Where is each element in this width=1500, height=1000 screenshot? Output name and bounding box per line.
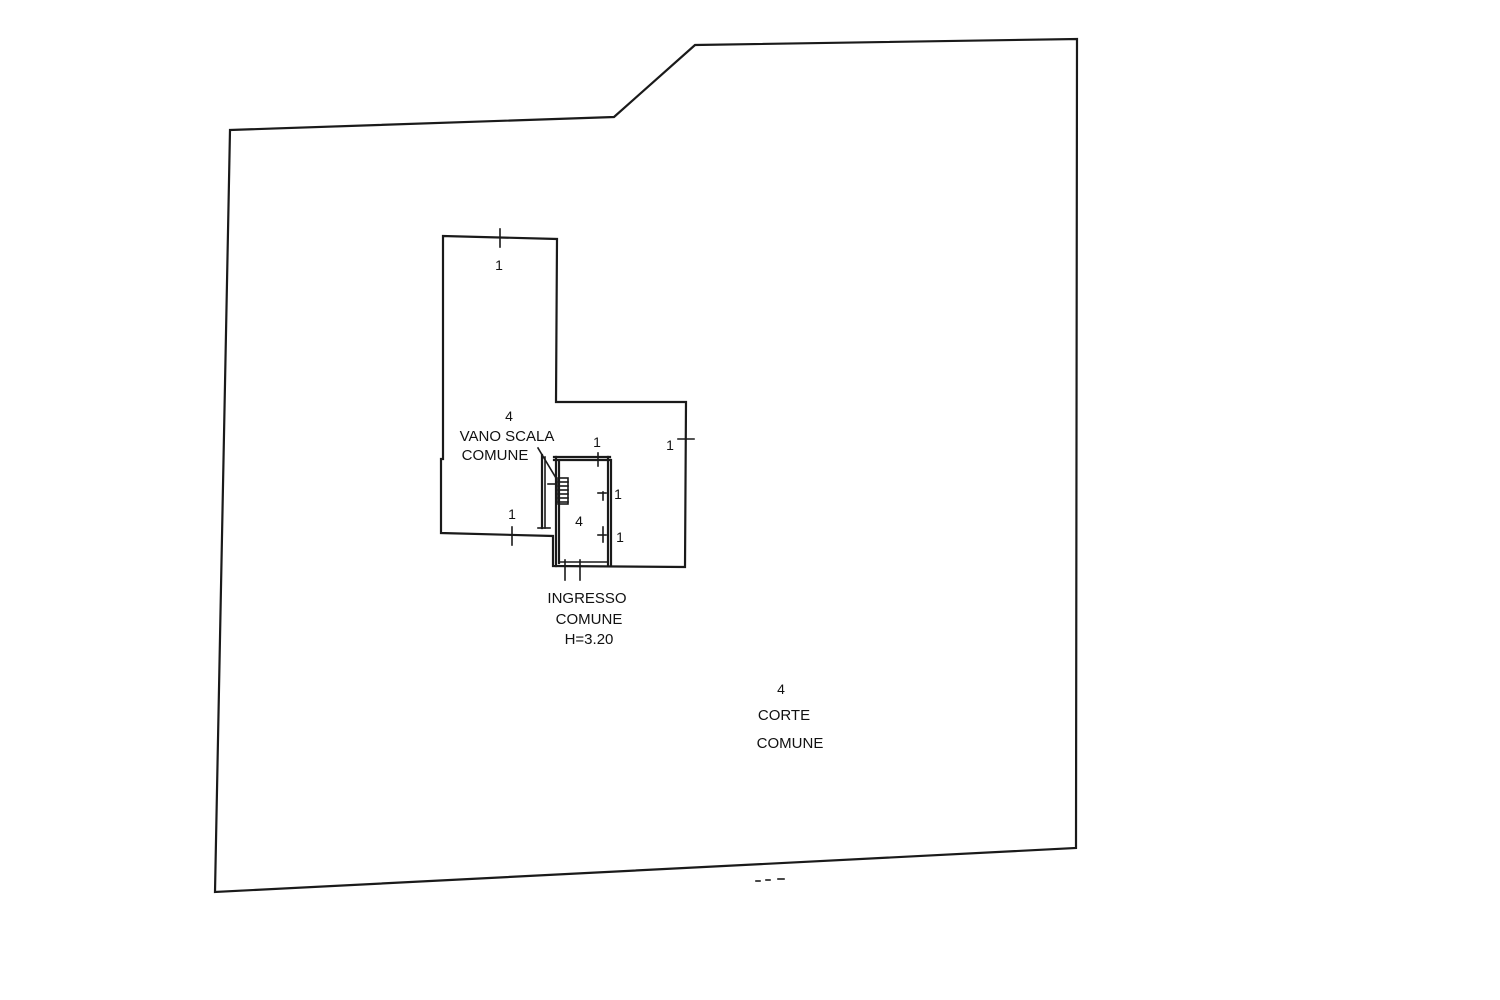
ingresso-height: H=3.20 bbox=[565, 631, 614, 648]
lot-boundary bbox=[213, 37, 1079, 894]
vano-scala-number: 4 bbox=[505, 408, 513, 424]
stair-partition bbox=[537, 453, 551, 530]
corte-number: 4 bbox=[777, 681, 785, 697]
corte-label-line1: CORTE bbox=[758, 707, 810, 724]
marker-inner-lower: 1 bbox=[616, 529, 624, 545]
scan-mark bbox=[755, 878, 785, 882]
marker-right: 1 bbox=[666, 437, 674, 453]
corte-label-line2: COMUNE bbox=[757, 735, 824, 752]
ingresso-room-walls bbox=[552, 455, 613, 568]
stair-symbol bbox=[536, 446, 569, 505]
marker-bottom-left: 1 bbox=[508, 506, 516, 522]
ingresso-label-line2: COMUNE bbox=[556, 611, 623, 628]
marker-stair-top: 1 bbox=[593, 434, 601, 450]
tick-marks bbox=[499, 228, 695, 581]
building-outline bbox=[439, 234, 688, 569]
ingresso-label-line1: INGRESSO bbox=[547, 590, 626, 607]
marker-top: 1 bbox=[495, 257, 503, 273]
vano-scala-label-line2: COMUNE bbox=[462, 447, 529, 464]
ingresso-room-number: 4 bbox=[575, 513, 583, 529]
vano-scala-label-line1: VANO SCALA bbox=[460, 428, 555, 445]
marker-inner-upper: 1 bbox=[614, 486, 622, 502]
